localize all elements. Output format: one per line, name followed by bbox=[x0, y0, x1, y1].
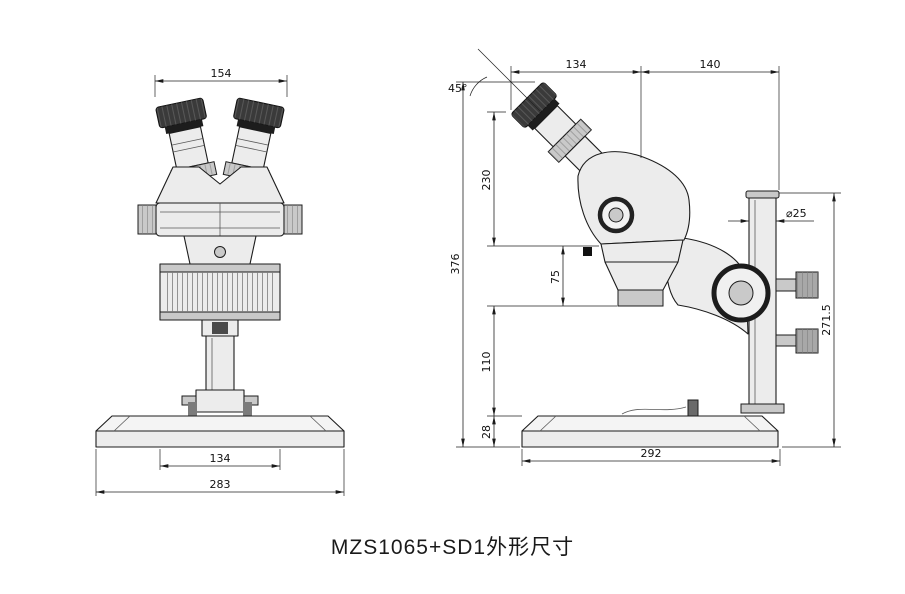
dim-label-front-eyepiece-span: 154 bbox=[211, 67, 232, 80]
front-view-drawing bbox=[95, 97, 345, 448]
dim-side-total-height: 376 bbox=[449, 82, 465, 447]
dim-label-side-base-height: 28 bbox=[480, 425, 493, 439]
dim-side-optics-height: 230 bbox=[480, 112, 496, 246]
dim-label-side-eyepiece-angle: 45° bbox=[448, 82, 468, 95]
side-dimensions: 45° 134 140 376 230 75 bbox=[448, 48, 841, 466]
dim-side-column-clearance: 110 bbox=[480, 306, 496, 416]
dim-side-working-distance: 75 bbox=[549, 246, 565, 306]
side-power-switch bbox=[687, 399, 699, 417]
dim-side-head-depth: 134 bbox=[510, 58, 641, 74]
dim-label-side-column-clearance: 110 bbox=[480, 352, 493, 373]
dim-label-side-optics-height: 230 bbox=[480, 170, 493, 191]
front-left-knob bbox=[137, 204, 157, 235]
dim-side-pole-diameter: ⌀25 bbox=[728, 207, 814, 223]
dim-front-focus-body-width: 134 bbox=[159, 449, 281, 470]
dim-front-eyepiece-span: 154 bbox=[154, 67, 288, 97]
side-adjust-knob-lower bbox=[775, 328, 819, 354]
dim-label-front-base-width: 283 bbox=[210, 478, 231, 491]
front-zoom-drum bbox=[159, 263, 281, 321]
dim-label-side-pole-diameter: ⌀25 bbox=[786, 207, 807, 220]
dim-label-side-base-depth: 292 bbox=[641, 447, 662, 460]
drawing-caption: MZS1065+SD1外形尺寸 bbox=[330, 536, 575, 559]
dim-label-front-focus-body-width: 134 bbox=[210, 452, 231, 465]
dim-label-side-pole-height: 271.5 bbox=[820, 304, 833, 336]
side-objective bbox=[600, 239, 684, 307]
side-adjust-knob-upper bbox=[775, 271, 819, 299]
front-head-body bbox=[155, 166, 285, 204]
side-head-body bbox=[577, 151, 691, 245]
side-base bbox=[521, 415, 779, 448]
side-cable bbox=[621, 406, 687, 415]
dim-label-side-working-distance: 75 bbox=[549, 270, 562, 284]
dim-side-base-height: 28 bbox=[480, 416, 496, 447]
front-clamp bbox=[195, 389, 245, 413]
side-indicator-square bbox=[583, 247, 592, 256]
dim-front-base-width: 283 bbox=[95, 449, 345, 496]
side-view-drawing bbox=[510, 81, 819, 448]
dim-label-side-head-depth: 134 bbox=[566, 58, 587, 71]
front-base bbox=[95, 415, 345, 448]
dim-side-pole-height: 271.5 bbox=[820, 193, 836, 447]
dim-label-side-total-height: 376 bbox=[449, 254, 462, 275]
dim-side-base-depth: 292 bbox=[522, 447, 780, 463]
front-pole bbox=[205, 335, 235, 393]
front-dimensions: 154 134 283 bbox=[95, 67, 345, 496]
dim-label-side-arm-reach: 140 bbox=[700, 58, 721, 71]
dim-side-arm-reach: 140 bbox=[641, 58, 779, 74]
front-right-knob bbox=[283, 204, 303, 235]
front-neck-screw bbox=[214, 246, 226, 258]
